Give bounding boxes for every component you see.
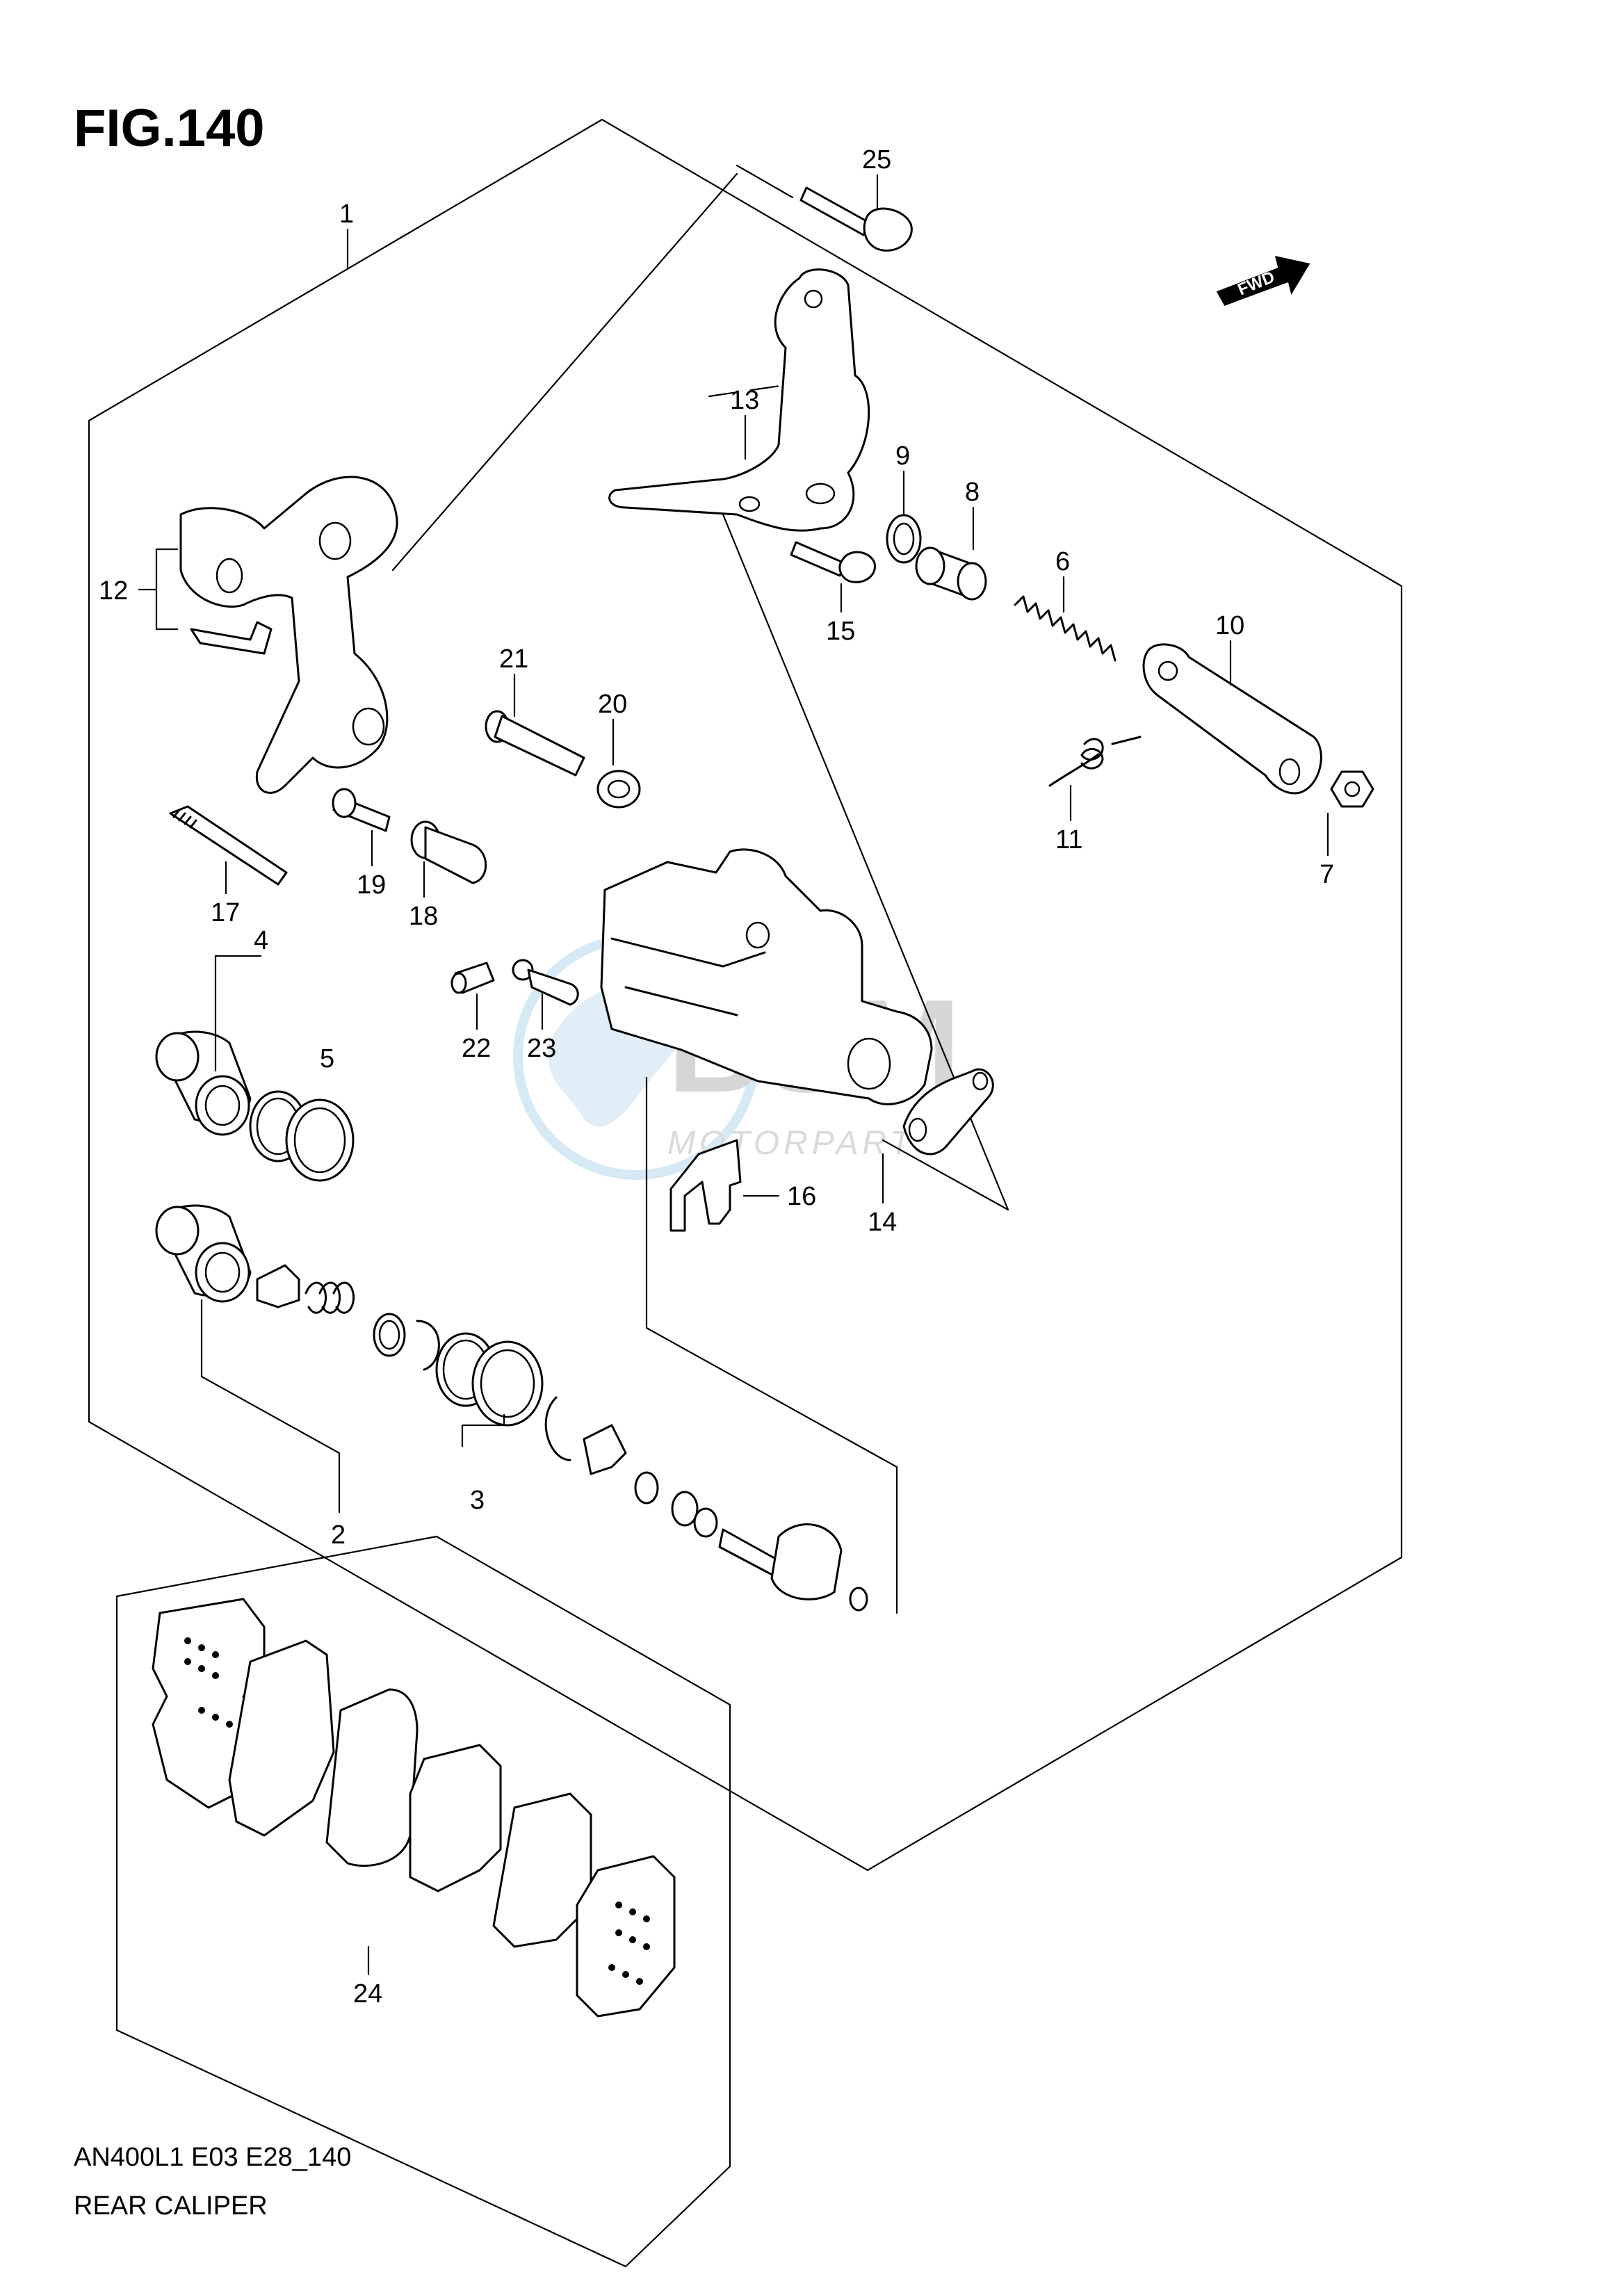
callout-8: 8: [965, 478, 980, 507]
seals-3: [435, 1332, 544, 1427]
pin-18: [410, 820, 487, 884]
boot-20: [596, 770, 641, 809]
bolt-21: [485, 710, 585, 777]
spring-6: [1014, 595, 1116, 662]
callout-20: 20: [598, 690, 627, 719]
piston-2-set: [155, 1204, 440, 1371]
spring-11: [1048, 736, 1142, 787]
callout-3: 3: [470, 1486, 485, 1515]
gasket-14: [902, 1068, 994, 1155]
adjuster-set: [544, 1396, 868, 1612]
assembly-outline: [88, 118, 1403, 1872]
callout-6: 6: [1055, 547, 1070, 576]
leader-lines: [138, 174, 1329, 1976]
fwd-label: FWD: [1235, 268, 1278, 300]
callout-14: 14: [868, 1208, 897, 1237]
callout-5: 5: [320, 1044, 334, 1073]
callout-21: 21: [499, 644, 528, 674]
callout-15: 15: [826, 617, 855, 646]
callout-18: 18: [409, 902, 438, 931]
callout-10: 10: [1215, 611, 1244, 640]
callout-2: 2: [331, 1520, 346, 1550]
callout-11: 11: [1055, 825, 1082, 854]
seals-5: [249, 1090, 355, 1182]
callout-24: 24: [353, 1979, 382, 2009]
cap-23: [512, 959, 579, 1006]
callout-17: 17: [211, 898, 240, 927]
bracket-12: [179, 476, 398, 794]
model-code: AN400L1 E03 E28_140: [74, 2143, 351, 2172]
lever-10: [1142, 643, 1322, 795]
clip-16: [669, 1139, 742, 1232]
fwd-arrow-icon: FWD: [1216, 256, 1310, 306]
callout-16: 16: [787, 1182, 816, 1211]
callout-22: 22: [462, 1034, 491, 1063]
bolt-25: [799, 186, 913, 252]
sleeve-8: [915, 546, 987, 601]
nut-7: [1330, 770, 1374, 808]
callout-23: 23: [527, 1034, 556, 1063]
bleeder-22: [450, 962, 495, 994]
callout-7: 7: [1320, 860, 1334, 889]
callout-1: 1: [339, 200, 354, 229]
pin-19: [332, 788, 391, 832]
figure-title: FIG.140: [74, 99, 265, 158]
callout-4: 4: [254, 926, 268, 955]
callout-25: 25: [862, 145, 891, 175]
pin-17: [169, 805, 288, 886]
callout-19: 19: [357, 870, 386, 900]
piston-4: [155, 1030, 252, 1136]
caliper-body: [600, 848, 933, 1105]
diagram-caption: REAR CALIPER: [74, 2191, 268, 2221]
callout-13: 13: [730, 386, 759, 415]
callout-12: 12: [99, 576, 128, 606]
bracket-13: [608, 268, 870, 532]
pad-holes: [184, 1637, 650, 1985]
bolt-15: [790, 541, 876, 583]
pad-set-24: [152, 1598, 676, 2018]
callouts: 1 2 3 4 5 6 7 8 9 10 11 12 13 14 15 16 1…: [99, 145, 1334, 2009]
callout-9: 9: [895, 441, 910, 471]
brake-pad-outline: [115, 1535, 731, 2268]
